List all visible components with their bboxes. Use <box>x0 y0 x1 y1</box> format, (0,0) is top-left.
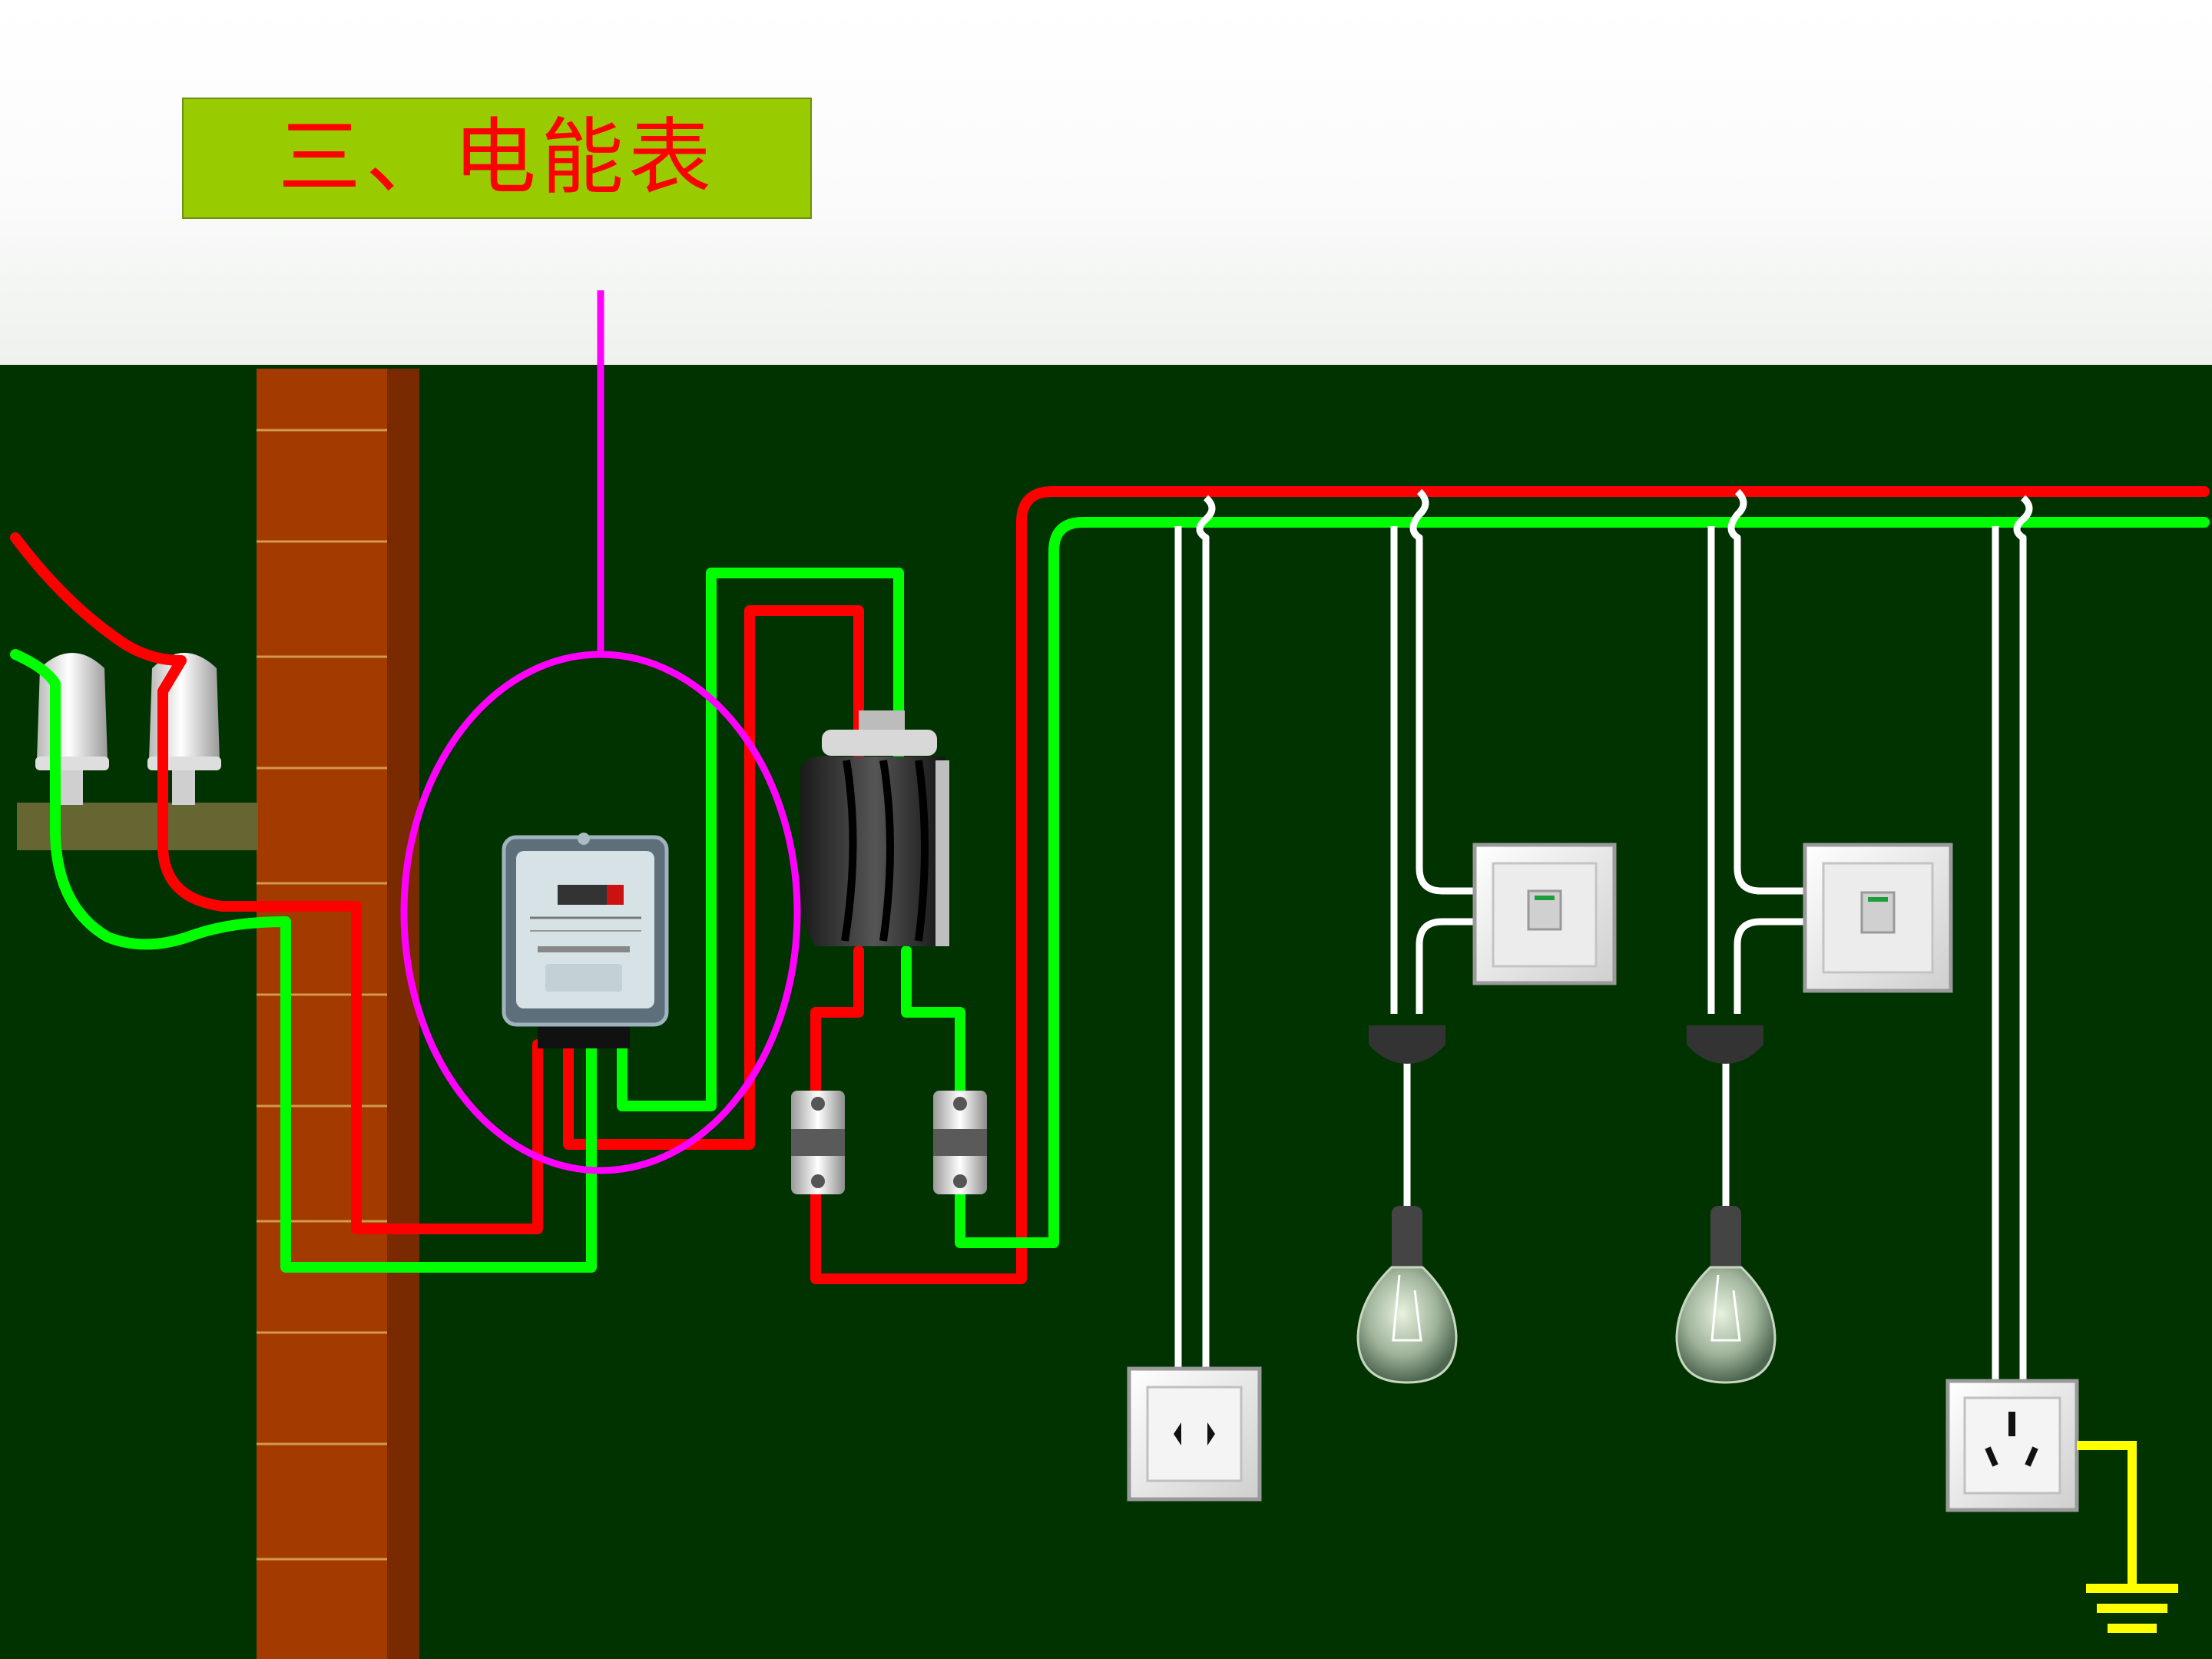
light-bulb-icon <box>1356 1025 1458 1384</box>
branch-wires <box>1174 488 2033 1382</box>
fuse-icon <box>791 1091 845 1194</box>
wall-switch-icon <box>1472 843 1617 985</box>
live-wire <box>10 486 2210 1284</box>
three-pin-socket-icon <box>1945 1379 2079 1512</box>
ground-icon <box>2077 1441 2178 1633</box>
title-box: 三、电能表 <box>182 98 812 219</box>
brick-wall <box>257 369 419 1659</box>
neutral-wire <box>10 517 2210 1273</box>
fuse-icon <box>933 1091 987 1194</box>
meter-highlight <box>400 290 801 1174</box>
two-pin-socket-icon <box>1127 1366 1262 1502</box>
energy-meter-icon <box>502 833 669 1048</box>
wall-switch-icon <box>1803 843 1953 993</box>
page-title: 三、电能表 <box>277 110 716 206</box>
light-bulb-icon <box>1675 1025 1777 1384</box>
knife-switch-icon <box>800 710 949 946</box>
